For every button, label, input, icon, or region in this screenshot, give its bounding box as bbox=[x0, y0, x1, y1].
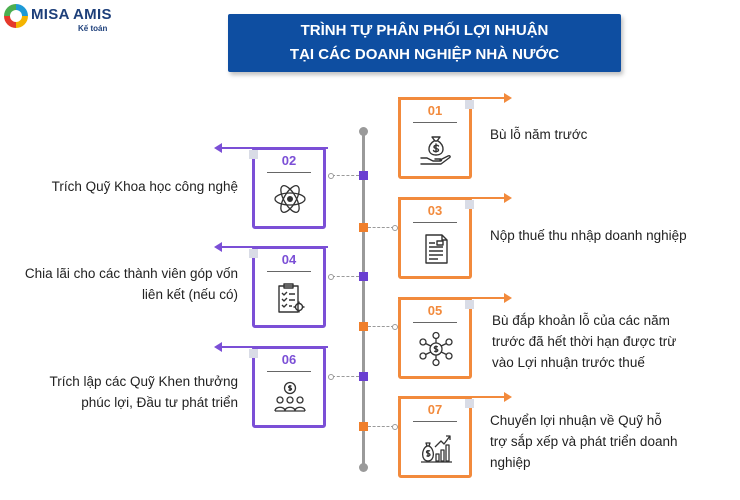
step-card-04: 04 bbox=[252, 246, 326, 328]
arrow-head-02 bbox=[214, 143, 222, 153]
step-card-02: 02 bbox=[252, 147, 326, 229]
step-card-01: 01 bbox=[398, 97, 472, 179]
card-corner-04 bbox=[249, 249, 258, 258]
page-title: TRÌNH TỰ PHÂN PHỐI LỢI NHUẬN TẠI CÁC DOA… bbox=[228, 14, 621, 72]
step-card-07: 07 bbox=[398, 396, 472, 478]
step-text-06: Trích lập các Quỹ Khen thưởng phúc lợi, … bbox=[10, 371, 238, 413]
step-number: 03 bbox=[427, 203, 443, 218]
connector-dot-05 bbox=[392, 324, 398, 330]
step-divider bbox=[267, 371, 311, 372]
step-text-04-line1: Chia lãi cho các thành viên góp vốn bbox=[24, 266, 238, 281]
connector-07 bbox=[368, 426, 394, 427]
card-corner-05 bbox=[465, 300, 474, 309]
step-text-07-line2: trợ sắp xếp và phát triển doanh bbox=[490, 434, 678, 449]
clipboard-gear-icon bbox=[278, 283, 305, 313]
money-bag-hand-icon bbox=[420, 136, 451, 165]
connector-dot-06 bbox=[328, 374, 334, 380]
atom-icon bbox=[274, 185, 306, 213]
connector-dot-03 bbox=[392, 225, 398, 231]
step-card-03: 03 bbox=[398, 197, 472, 279]
step-text-01: Bù lỗ năm trước bbox=[490, 127, 588, 142]
step-divider bbox=[267, 172, 311, 173]
connector-dot-07 bbox=[392, 424, 398, 430]
connector-02 bbox=[332, 175, 359, 176]
money-network-icon bbox=[419, 331, 453, 367]
timeline-node-05 bbox=[359, 322, 368, 331]
logo-mark-icon bbox=[4, 4, 28, 28]
card-corner-01 bbox=[465, 100, 474, 109]
step-divider bbox=[413, 421, 457, 422]
step-card-05: 05 bbox=[398, 297, 472, 379]
step-divider bbox=[267, 271, 311, 272]
step-number: 07 bbox=[427, 402, 443, 417]
step-number: 06 bbox=[281, 352, 297, 367]
timeline-node-06 bbox=[359, 372, 368, 381]
step-divider bbox=[413, 222, 457, 223]
step-text-02: Trích Quỹ Khoa học công nghệ bbox=[51, 179, 238, 194]
arrow-head-07 bbox=[504, 392, 512, 402]
step-divider bbox=[413, 122, 457, 123]
step-text-06-line2: phúc lợi, Đầu tư phát triển bbox=[81, 395, 238, 410]
step-text-07-line1: Chuyển lợi nhuận về Quỹ hỗ bbox=[490, 413, 662, 428]
step-text-05-line1: Bù đắp khoản lỗ của các năm bbox=[492, 313, 670, 328]
step-text-03: Nộp thuế thu nhập doanh nghiệp bbox=[490, 228, 687, 243]
card-corner-03 bbox=[465, 200, 474, 209]
money-growth-chart-icon bbox=[421, 435, 452, 463]
arrow-head-06 bbox=[214, 342, 222, 352]
step-text-07: Chuyển lợi nhuận về Quỹ hỗ trợ sắp xếp v… bbox=[490, 410, 712, 473]
step-divider bbox=[413, 322, 457, 323]
timeline-node-02 bbox=[359, 171, 368, 180]
timeline-line bbox=[362, 132, 365, 468]
card-corner-06 bbox=[249, 349, 258, 358]
timeline-node-04 bbox=[359, 272, 368, 281]
timeline-node-07 bbox=[359, 422, 368, 431]
connector-06 bbox=[332, 376, 359, 377]
timeline-start-dot bbox=[359, 127, 368, 136]
card-corner-07 bbox=[465, 399, 474, 408]
brand-sub: Kế toán bbox=[78, 24, 108, 33]
arrow-head-01 bbox=[504, 93, 512, 103]
arrow-head-05 bbox=[504, 293, 512, 303]
brand-name: MISA AMIS bbox=[31, 6, 112, 23]
step-text-05-line3: vào Lợi nhuận trước thuế bbox=[492, 355, 645, 370]
step-text-07-line3: nghiệp bbox=[490, 455, 531, 470]
connector-04 bbox=[332, 276, 359, 277]
timeline-node-03 bbox=[359, 223, 368, 232]
tax-document-icon bbox=[425, 234, 448, 264]
card-corner-02 bbox=[249, 150, 258, 159]
step-text-04-line2: liên kết (nếu có) bbox=[141, 287, 238, 302]
connector-dot-02 bbox=[328, 173, 334, 179]
connector-05 bbox=[368, 326, 394, 327]
arrow-head-04 bbox=[214, 242, 222, 252]
title-line-2: TẠI CÁC DOANH NGHIỆP NHÀ NƯỚC bbox=[289, 46, 560, 63]
step-number: 02 bbox=[281, 153, 297, 168]
team-fund-icon bbox=[274, 381, 306, 412]
step-number: 05 bbox=[427, 303, 443, 318]
connector-03 bbox=[368, 227, 394, 228]
step-card-06: 06 bbox=[252, 346, 326, 428]
arrow-head-03 bbox=[504, 193, 512, 203]
step-number: 01 bbox=[427, 103, 443, 118]
step-text-05-line2: trước đã hết thời hạn được trừ bbox=[492, 334, 677, 349]
connector-dot-04 bbox=[328, 274, 334, 280]
step-number: 04 bbox=[281, 252, 297, 267]
step-text-05: Bù đắp khoản lỗ của các năm trước đã hết… bbox=[492, 310, 676, 373]
step-text-06-line1: Trích lập các Quỹ Khen thưởng bbox=[49, 374, 238, 389]
step-text-04: Chia lãi cho các thành viên góp vốn liên… bbox=[0, 263, 238, 305]
timeline-end-dot bbox=[359, 463, 368, 472]
brand-logo: MISA AMIS Kế toán bbox=[4, 4, 124, 34]
title-line-1: TRÌNH TỰ PHÂN PHỐI LỢI NHUẬN bbox=[300, 22, 549, 39]
